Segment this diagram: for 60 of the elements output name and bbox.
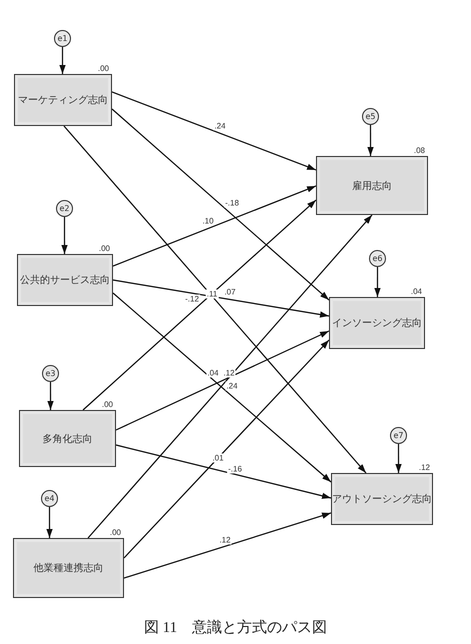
edge-label: .12 [218, 536, 232, 544]
node-label: e7 [393, 431, 404, 440]
edge-label: -.16 [227, 464, 243, 474]
arrow [47, 382, 54, 410]
r-squared-value: .08 [414, 146, 425, 155]
node-label: e6 [372, 254, 382, 263]
arrow [116, 444, 332, 499]
error-circle [56, 200, 73, 217]
edge-label: .04 [206, 368, 220, 378]
edge-label: .07 [223, 288, 237, 296]
r-squared-value: .12 [418, 463, 430, 472]
arrow [116, 330, 330, 431]
arrow [112, 108, 330, 300]
arrow [64, 126, 366, 474]
node-label: e2 [59, 204, 70, 213]
node-label: 多角化志向 [42, 432, 92, 446]
edge-label: .12 [222, 368, 236, 378]
node-label: 公共的サービス志向 [20, 274, 110, 287]
arrow [46, 507, 53, 538]
error-circle [369, 250, 386, 267]
arrow [124, 340, 330, 558]
arrow [374, 267, 381, 297]
node-label: インソーシング志向 [332, 316, 422, 330]
edge-label: .24 [213, 122, 227, 130]
node-label: e5 [365, 112, 376, 121]
arrow [59, 47, 66, 74]
r-squared-value: .00 [98, 64, 109, 73]
arrow [367, 125, 374, 156]
arrow [395, 444, 402, 473]
edge-label: .10 [201, 216, 215, 226]
arrow [112, 279, 330, 318]
node-label: アウトソーシング志向 [332, 492, 432, 506]
edge-label: -.12 [184, 294, 200, 304]
error-circle [41, 490, 58, 507]
arrow [124, 512, 332, 579]
edge-label: .11 [206, 290, 218, 298]
arrow [112, 91, 316, 171]
arrow [112, 185, 316, 267]
edge-label: .01 [211, 454, 225, 462]
error-circle [390, 427, 407, 444]
edge-label: .24 [225, 382, 239, 390]
error-circle [54, 30, 71, 47]
node-label: 雇用志向 [352, 180, 392, 192]
r-squared-value: .00 [102, 400, 113, 409]
error-circle [42, 365, 59, 382]
r-squared-value: .00 [110, 528, 121, 537]
node-label: e1 [57, 34, 68, 43]
arrow [82, 200, 316, 410]
r-squared-value: .00 [98, 244, 110, 253]
error-circle [362, 108, 379, 125]
figure-caption: 図 11 意識と方式のパス図 [144, 620, 328, 636]
node-label: マーケティング志向 [18, 94, 108, 107]
node-label: 他業種連携志向 [34, 562, 104, 575]
arrow [61, 217, 68, 254]
edge-label: -.18 [224, 198, 240, 208]
r-squared-value: .04 [410, 287, 422, 296]
arrow [88, 214, 372, 538]
node-label: e3 [45, 369, 56, 378]
node-label: e4 [44, 494, 54, 503]
arrow [112, 292, 332, 482]
